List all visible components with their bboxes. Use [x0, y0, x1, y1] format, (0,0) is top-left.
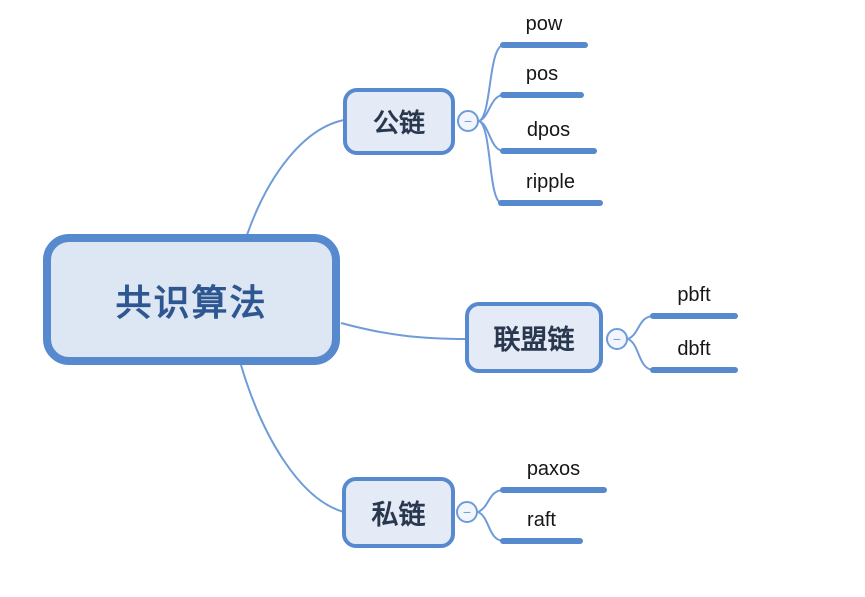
collapse-button-private-chain[interactable]: − — [456, 501, 478, 523]
branch-node-label: 公链 — [372, 108, 425, 138]
leaf-node-pos[interactable]: pos — [500, 62, 584, 98]
branch-node-label: 联盟链 — [493, 325, 575, 355]
leaf-underline — [650, 367, 738, 373]
collapse-button-public-chain[interactable]: − — [457, 110, 479, 132]
leaf-underline — [498, 200, 603, 206]
leaf-node-dbft[interactable]: dbft — [650, 337, 738, 373]
minus-icon: − — [612, 331, 622, 347]
leaf-node-label: paxos — [526, 458, 581, 480]
leaf-node-label: dbft — [677, 338, 711, 360]
connector-leaf-pbft — [627, 315, 655, 340]
branch-node-label: 私链 — [371, 500, 426, 530]
leaf-node-label: ripple — [526, 171, 575, 193]
root-node-label: 共识算法 — [115, 281, 268, 323]
minus-icon: − — [462, 504, 472, 520]
leaf-node-label: pbft — [677, 284, 711, 306]
leaf-underline — [650, 313, 738, 319]
collapse-button-consortium-chain[interactable]: − — [606, 328, 628, 350]
leaf-node-dpos[interactable]: dpos — [500, 118, 597, 154]
leaf-underline — [500, 92, 584, 98]
leaf-underline — [500, 487, 607, 493]
branch-node-consortium-chain[interactable]: 联盟链 — [465, 302, 603, 373]
leaf-underline — [500, 42, 588, 48]
leaf-node-label: raft — [527, 509, 556, 531]
leaf-node-label: pow — [525, 13, 563, 35]
leaf-node-label: dpos — [526, 119, 571, 141]
branch-node-public-chain[interactable]: 公链 — [343, 88, 455, 155]
leaf-underline — [500, 538, 583, 544]
leaf-underline — [500, 148, 597, 154]
minus-icon: − — [463, 113, 473, 129]
connector-root-private — [240, 364, 345, 513]
leaf-node-label: pos — [525, 63, 559, 85]
root-node[interactable]: 共识算法 — [43, 234, 340, 365]
leaf-node-paxos[interactable]: paxos — [500, 457, 607, 493]
connector-root-public — [246, 119, 345, 236]
connector-root-consortium — [340, 322, 467, 340]
leaf-node-raft[interactable]: raft — [500, 508, 583, 544]
leaf-node-pow[interactable]: pow — [500, 12, 588, 48]
branch-node-private-chain[interactable]: 私链 — [342, 477, 455, 548]
leaf-node-pbft[interactable]: pbft — [650, 283, 738, 319]
leaf-node-ripple[interactable]: ripple — [498, 170, 603, 206]
